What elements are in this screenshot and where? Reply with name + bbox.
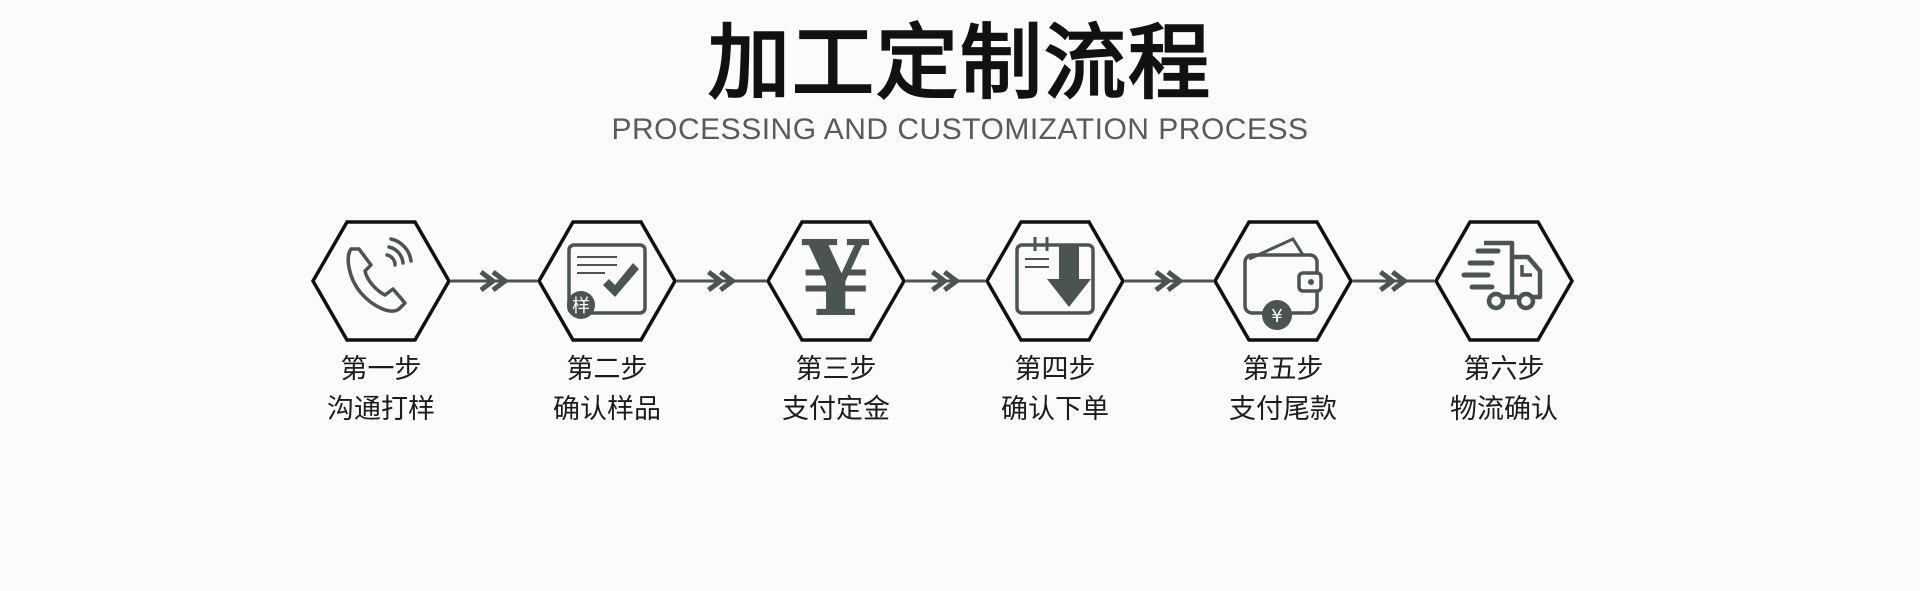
page-title: 加工定制流程: [707, 16, 1212, 111]
step-number: 第三步: [795, 354, 877, 385]
step-hexagon-5: [1212, 220, 1354, 342]
chevron-right-icon: [479, 270, 498, 292]
sample-badge-text: 样: [572, 296, 590, 317]
step-2-text: 第二步 确认样品: [507, 350, 707, 430]
chevron-right-icon: [491, 270, 510, 292]
step-number: 第一步: [340, 354, 422, 385]
chevron-right-icon: [931, 270, 949, 292]
phone-icon: [346, 237, 413, 313]
step-number: 第二步: [566, 354, 648, 385]
step-label: 支付定金: [782, 394, 890, 425]
step-1-text: 第一步 沟通打样: [281, 350, 481, 430]
sample-check-icon: 样: [567, 243, 647, 319]
step-label: 沟通打样: [327, 394, 435, 425]
delivery-truck-icon: [1461, 240, 1543, 311]
step-label: 确认样品: [553, 394, 661, 425]
step-hexagon-4: [984, 220, 1126, 342]
chevron-right-icon: [707, 270, 725, 292]
step-3-text: 第三步 支付定金: [736, 350, 936, 430]
hexagon-outline: [1433, 220, 1575, 342]
yen-icon: ¥: [800, 217, 872, 340]
step-hexagon-6: [1433, 220, 1575, 342]
hexagon-outline: [984, 220, 1126, 342]
step-label: 确认下单: [1001, 394, 1109, 425]
chevron-right-icon: [1379, 270, 1397, 292]
hexagon-outline: [1212, 220, 1354, 342]
step-label: 物流确认: [1450, 394, 1558, 425]
step-6-text: 第六步 物流确认: [1404, 350, 1604, 430]
wallet-icon: ¥: [1243, 237, 1323, 330]
sample-badge: [567, 291, 595, 319]
coin-badge-text: ¥: [1271, 306, 1282, 327]
chevron-right-icon: [943, 270, 961, 292]
page-subtitle: PROCESSING AND CUSTOMIZATION PROCESS: [611, 113, 1309, 146]
chevron-right-icon: [1154, 270, 1173, 292]
hexagon-outline: [765, 220, 907, 342]
step-4-text: 第四步 确认下单: [955, 350, 1155, 430]
connectors: [451, 270, 1434, 292]
yen-glyph: ¥: [800, 217, 872, 340]
step-5-text: 第五步 支付尾款: [1183, 350, 1383, 430]
order-download-icon: [1015, 237, 1095, 315]
step-label: 支付尾款: [1229, 394, 1337, 425]
hexagon-outline: [310, 220, 452, 342]
chevron-right-icon: [1391, 270, 1409, 292]
step-hexagon-1: [310, 220, 452, 342]
step-hexagon-2: [536, 220, 678, 342]
chevron-right-icon: [719, 270, 737, 292]
chevron-right-icon: [1166, 270, 1185, 292]
coin-badge: [1262, 300, 1292, 330]
step-number: 第四步: [1014, 354, 1096, 385]
step-hexagon-3: [765, 220, 907, 342]
hexagon-outline: [536, 220, 678, 342]
step-number: 第六步: [1463, 354, 1545, 385]
step-number: 第五步: [1242, 354, 1324, 385]
